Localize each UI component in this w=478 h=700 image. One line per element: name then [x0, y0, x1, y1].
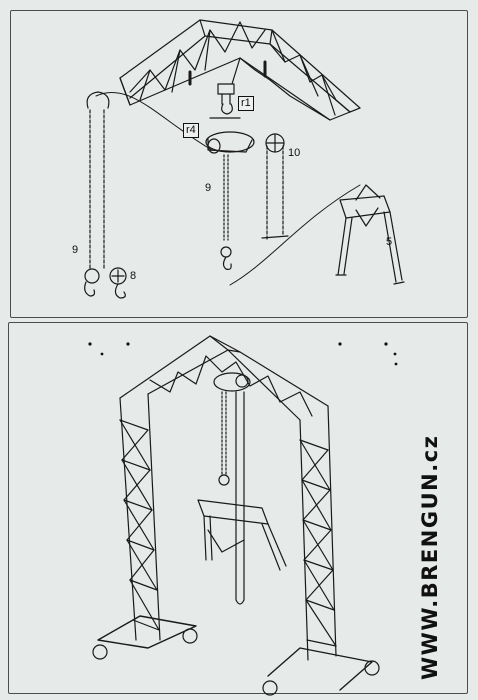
part-label-8: 8	[130, 270, 137, 282]
chain-hoist-left	[84, 91, 127, 299]
part-label-r4: r4	[183, 123, 199, 138]
brand-logo: WWW.BRENGUN.cz	[418, 434, 442, 680]
truss-beam-top	[119, 19, 361, 121]
assembly-step-panel-bottom	[8, 322, 468, 694]
trolley-assembly	[209, 83, 241, 119]
part-label-r1: r1	[238, 96, 254, 111]
pulley-part-10	[261, 133, 289, 241]
part-label-9-left: 9	[72, 244, 79, 256]
part-label-9-center: 9	[205, 182, 212, 194]
punch-holes	[88, 342, 398, 366]
part-label-5: 5	[386, 236, 393, 248]
electric-hoist-part	[205, 131, 255, 271]
lifting-frame-part-5	[335, 184, 405, 285]
assembly-step-panel-top	[10, 10, 468, 318]
gantry-crane	[92, 335, 380, 696]
part-label-10: 10	[288, 147, 301, 159]
